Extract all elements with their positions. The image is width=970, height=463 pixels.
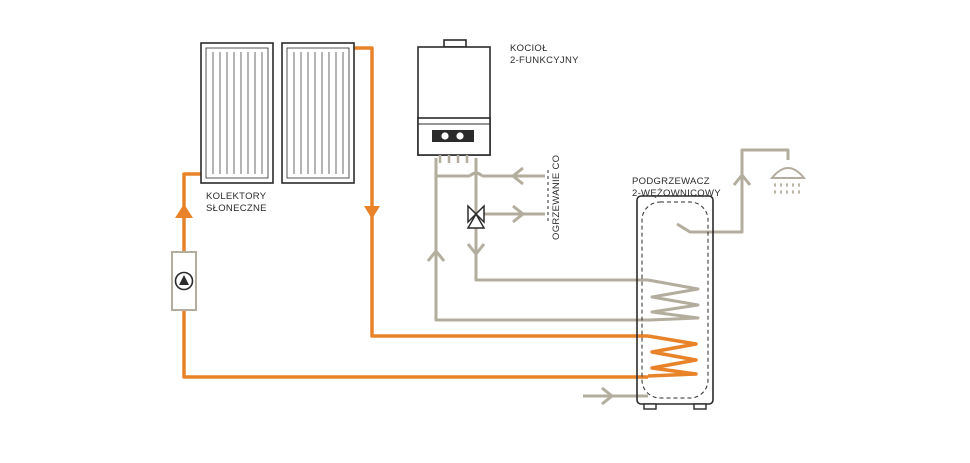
flow-arrow-icon xyxy=(732,173,752,186)
solar-collector-panel xyxy=(200,42,274,184)
boiler-label-line-1: KOCIOŁ xyxy=(510,43,548,54)
circulation-pump-icon xyxy=(171,251,197,311)
heating-label: OGRZEWANIE CO xyxy=(551,154,562,240)
boiler-supply-pipe xyxy=(474,158,648,282)
heater-label: PODGRZEWACZ 2-WĘŻOWNICOWY xyxy=(632,176,721,200)
flow-arrow-icon xyxy=(364,206,380,219)
flow-arrow-icon xyxy=(601,386,614,406)
collectors-label-line-2: SŁONECZNE xyxy=(206,203,267,214)
solar-collector-panel xyxy=(281,42,355,184)
flow-arrow-icon xyxy=(175,204,193,218)
flow-arrow-icon xyxy=(426,249,446,262)
three-way-valve-icon xyxy=(466,204,486,229)
flow-arrow-icon xyxy=(511,166,524,186)
heater-label-line-2: 2-WĘŻOWNICOWY xyxy=(632,188,721,199)
water-heater-tank xyxy=(636,195,714,410)
boiler-label: KOCIOŁ 2-FUNKCYJNY xyxy=(510,43,579,67)
boiler-return-pipe xyxy=(434,158,650,322)
heater-label-line-1: PODGRZEWACZ xyxy=(632,176,710,187)
hot-water-outlet-pipe xyxy=(676,148,790,234)
boiler-loop xyxy=(434,148,790,398)
collectors-label-line-1: KOLEKTORY xyxy=(206,191,267,202)
flow-arrow-icon xyxy=(512,204,525,224)
boiler-coil xyxy=(647,278,700,322)
solar-supply-pipe xyxy=(353,46,648,338)
flow-arrow-icon xyxy=(466,243,486,256)
boiler-label-line-2: 2-FUNKCYJNY xyxy=(510,55,579,66)
boiler-unit xyxy=(417,39,491,163)
solar-coil xyxy=(647,334,698,378)
collectors-label: KOLEKTORY SŁONECZNE xyxy=(206,191,267,215)
shower-head-icon xyxy=(769,167,807,194)
